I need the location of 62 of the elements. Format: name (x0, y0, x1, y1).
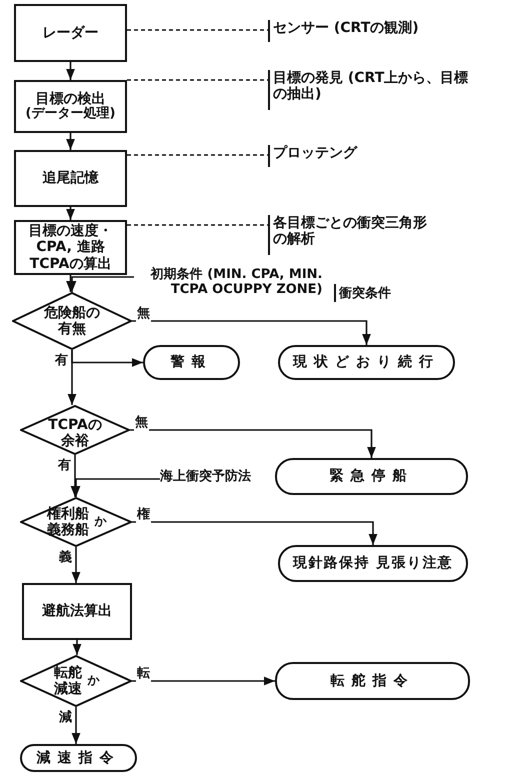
node-label: 緊急停船 (330, 468, 414, 485)
note-text: 初期条件 (MIN. CPA, MIN. TCPA OCUPPY ZONE) (149, 268, 322, 298)
terminal-box (278, 545, 468, 582)
note-text: 海上衝突予防法 (160, 470, 251, 485)
node-label: レーダー (42, 24, 98, 42)
dashed-leader-line (127, 154, 268, 156)
terminal-box (20, 744, 137, 772)
annotation-text: 各目標ごとの衝突三角形の解析 (273, 215, 427, 248)
arrow (66, 207, 75, 220)
process-box (14, 150, 127, 207)
arrow (72, 707, 80, 744)
arrow (130, 429, 376, 458)
decision-diamond (20, 405, 130, 455)
arrow (132, 676, 275, 686)
node-label: TCPAの余裕 (47, 416, 103, 450)
terminal-box (278, 345, 455, 380)
note-text: 衝突条件 (334, 284, 391, 302)
node-label: 目標の検出 (36, 90, 106, 107)
annotation-text: 目標の発見 (CRT上から、目標の抽出) (273, 70, 469, 102)
decision-diamond (20, 655, 132, 707)
node-label: (データー処理) (26, 107, 116, 122)
terminal-box (143, 345, 240, 380)
annotation-text: センサー (CRTの観測) (273, 20, 419, 36)
dashed-leader-line (127, 29, 268, 31)
arrow (132, 320, 371, 345)
process-box (14, 220, 127, 275)
edge-label: 義 (58, 548, 73, 566)
arrow (132, 521, 378, 545)
decision-diamond (12, 292, 132, 350)
edge-label: 有 (54, 351, 69, 369)
node-label: 現針路保持 見張り注意 (292, 555, 454, 572)
dashed-leader-line (127, 224, 268, 226)
node-label: 目標の速度・CPA, 進路TCPAの算出 (28, 223, 114, 272)
edge-label: 減 (58, 708, 73, 726)
edge-label: 権 (136, 505, 151, 523)
process-box (14, 80, 127, 133)
node-label: 避航法算出 (42, 603, 112, 620)
arrow (68, 350, 76, 405)
edge-label: 無 (136, 304, 151, 322)
node-label: か (87, 674, 100, 688)
edge-label: 有 (57, 456, 72, 474)
node-label: 現状どおり続行 (293, 354, 440, 371)
node-label: 警報 (170, 354, 212, 371)
node-label: 減速指令 (36, 750, 120, 766)
terminal-box (275, 458, 468, 495)
dashed-leader-line (127, 79, 268, 81)
process-box (14, 4, 127, 62)
node-label: か (94, 515, 106, 529)
node-label: 危険船の有無 (42, 304, 101, 338)
annotation-text: プロッテング (273, 145, 357, 162)
arrow (72, 640, 82, 655)
arrow (66, 133, 75, 150)
decision-diamond (20, 497, 132, 547)
node-label: 転舵指令 (330, 672, 414, 690)
arrow (66, 62, 75, 80)
arrow (72, 547, 80, 583)
node-label: 転舵減速 (52, 664, 83, 698)
process-box (22, 583, 132, 640)
edge-label: 転 (136, 664, 151, 682)
edge-label: 無 (134, 413, 149, 431)
node-label: 追尾記憶 (42, 170, 98, 187)
terminal-box (275, 662, 470, 700)
